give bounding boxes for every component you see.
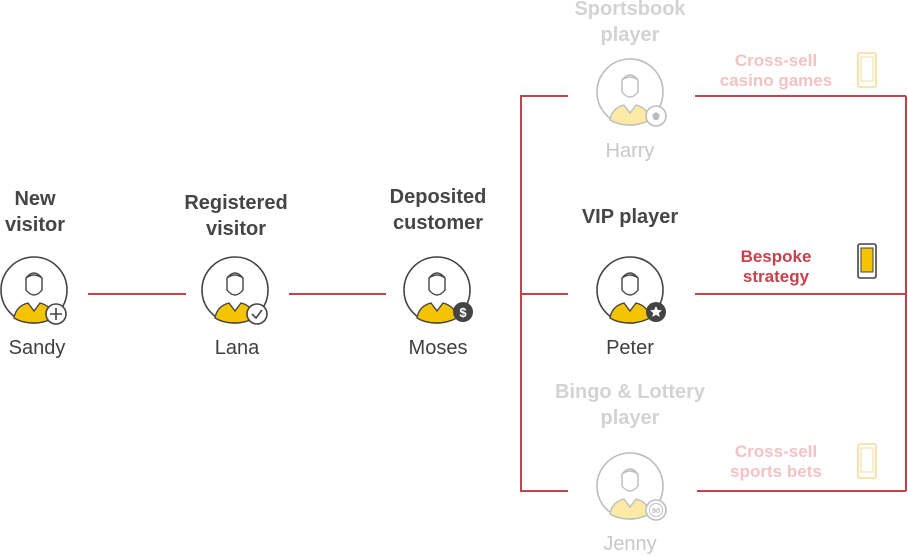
bingo-ball-label: 90 xyxy=(652,506,660,515)
title-deposited-customer: Deposited customer xyxy=(389,186,487,234)
star-icon xyxy=(646,302,666,322)
avatar-harry xyxy=(596,58,667,127)
avatar-peter xyxy=(596,256,666,324)
name-moses: Moses xyxy=(408,337,468,359)
name-lana: Lana xyxy=(214,337,260,359)
check-icon xyxy=(246,303,268,325)
name-jenny: Jenny xyxy=(603,533,657,555)
dollar-icon: $ xyxy=(453,302,473,322)
avatar-jenny: 90 xyxy=(596,452,667,521)
action-cross-sell-sports: Cross-sell sports bets xyxy=(730,442,822,481)
svg-text:$: $ xyxy=(459,305,467,320)
title-sportsbook-player: Sportsbook player xyxy=(574,0,686,46)
action-bespoke-strategy: Bespoke strategy xyxy=(740,247,812,286)
avatar-sandy xyxy=(0,256,68,325)
avatar-lana xyxy=(201,256,269,325)
bingo-ball-icon: 90 xyxy=(645,499,667,521)
name-peter: Peter xyxy=(606,337,654,359)
soccer-ball-icon xyxy=(645,105,667,127)
name-harry: Harry xyxy=(605,140,655,162)
action-cross-sell-casino: Cross-sell casino games xyxy=(719,51,833,90)
smartphone-icon xyxy=(857,52,877,88)
name-sandy: Sandy xyxy=(8,337,66,359)
title-registered-visitor: Registered visitor xyxy=(184,192,288,240)
title-bingo-lottery-player: Bingo & Lottery player xyxy=(555,381,705,429)
avatar-moses: $ xyxy=(403,256,473,324)
smartphone-icon xyxy=(857,443,877,479)
plus-icon xyxy=(45,303,67,325)
smartphone-icon xyxy=(857,243,877,279)
title-vip-player: VIP player xyxy=(581,206,679,228)
title-new-visitor: New visitor xyxy=(4,188,66,236)
